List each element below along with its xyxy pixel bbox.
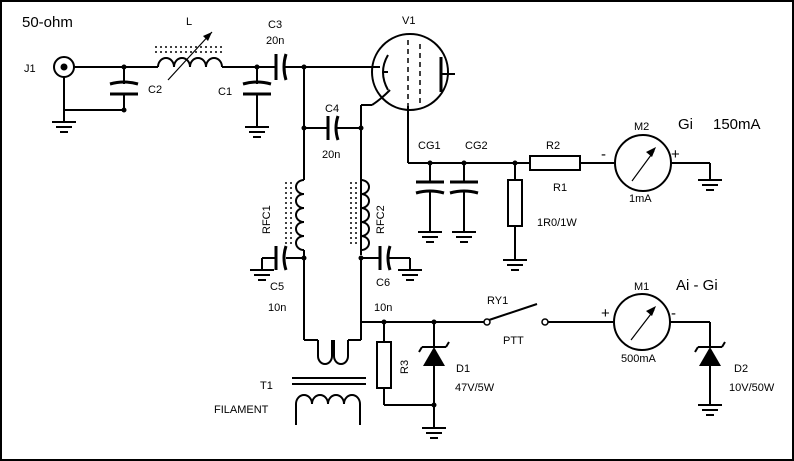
- m2-plus-label: +: [671, 146, 680, 163]
- cg1-label: CG1: [418, 140, 441, 152]
- m2-minus-label: -: [601, 146, 606, 163]
- t1-label: T1: [260, 380, 273, 392]
- d2-value-label: 10V/50W: [729, 382, 775, 394]
- c5-capacitor: [250, 245, 307, 281]
- impedance-label: 50-ohm: [22, 14, 73, 31]
- c3-value-label: 20n: [266, 35, 284, 47]
- c4-capacitor: [304, 115, 361, 141]
- r2-resistor: [529, 155, 614, 171]
- m1-label: M1: [634, 281, 649, 293]
- filament-label: FILAMENT: [214, 404, 269, 416]
- d2-zener-diode: [694, 322, 726, 416]
- c3-capacitor: [268, 53, 370, 81]
- v1-label: V1: [402, 15, 415, 27]
- j1-connector: [53, 56, 150, 111]
- c6-value-label: 10n: [374, 302, 392, 314]
- c5-value-label: 10n: [268, 302, 286, 314]
- gi-label: Gi: [678, 116, 693, 133]
- r3-label: R3: [399, 360, 411, 374]
- c5-label: C5: [270, 281, 284, 293]
- j1-label: J1: [24, 63, 36, 75]
- c1-capacitor: [242, 64, 272, 138]
- m1-value-label: 500mA: [621, 353, 657, 365]
- rfc2-choke: [350, 179, 370, 251]
- j1-ground-symbol: [52, 110, 76, 133]
- m1-plus-label: +: [601, 305, 610, 322]
- ry1-label: RY1: [487, 295, 508, 307]
- m1-meter: [613, 293, 710, 351]
- c4-label: C4: [325, 103, 339, 115]
- l-label: L: [186, 16, 192, 28]
- ry1-relay-switch: [483, 303, 613, 326]
- l-variable-inductor: [150, 31, 268, 81]
- c2-capacitor: [109, 64, 139, 113]
- c3-label: C3: [268, 19, 282, 31]
- t1-transformer: [292, 340, 366, 425]
- r1-resistor: [503, 163, 527, 271]
- d1-zener-diode: [418, 322, 450, 439]
- m2-meter: [614, 134, 722, 192]
- m1-minus-label: -: [671, 305, 676, 322]
- c2-label: C2: [148, 84, 162, 96]
- rfc1-choke: [285, 128, 305, 258]
- r2-label: R2: [546, 140, 560, 152]
- r1-label: R1: [553, 182, 567, 194]
- m2-label: M2: [634, 121, 649, 133]
- cg2-capacitor: [449, 163, 479, 243]
- r1-value-label: 1R0/1W: [537, 217, 577, 229]
- c1-label: C1: [218, 86, 232, 98]
- cg2-label: CG2: [465, 140, 488, 152]
- m2-value-label: 1mA: [629, 193, 652, 205]
- r3-resistor: [376, 322, 434, 406]
- ai-gi-label: Ai - Gi: [676, 277, 718, 294]
- v1-tube: [361, 33, 455, 163]
- cg1-capacitor: [415, 163, 445, 243]
- c6-label: C6: [376, 277, 390, 289]
- d1-value-label: 47V/5W: [455, 382, 495, 394]
- d1-label: D1: [456, 363, 470, 375]
- d2-label: D2: [734, 363, 748, 375]
- rfc2-label: RFC2: [375, 205, 387, 234]
- rfc1-label: RFC1: [261, 205, 273, 234]
- ptt-label: PTT: [503, 335, 524, 347]
- gi-current-label: 150mA: [713, 116, 761, 133]
- c4-value-label: 20n: [322, 149, 340, 161]
- c6-capacitor: [358, 245, 422, 281]
